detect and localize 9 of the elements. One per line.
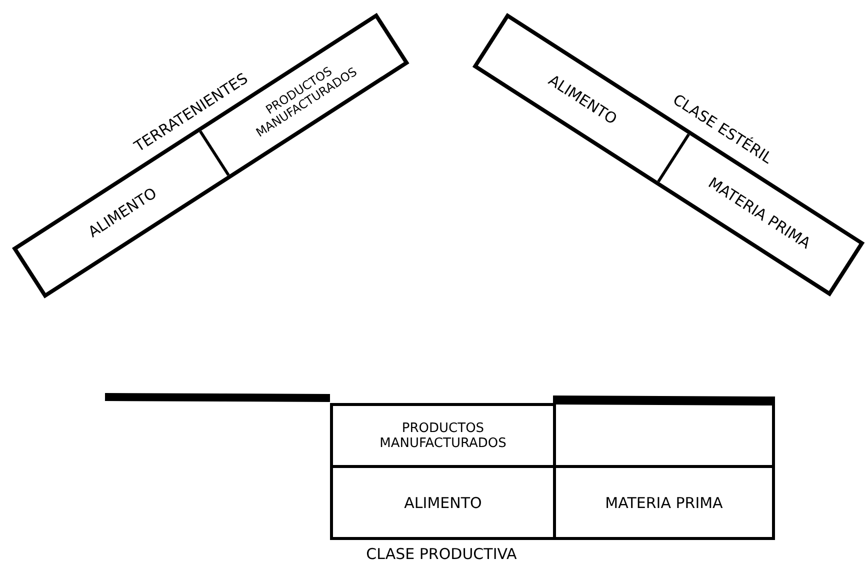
table-cell [330,403,556,468]
group-heading: CLASE PRODUCTIVA [365,545,518,563]
sector-box [472,13,865,296]
sector-box [12,12,410,298]
table-cell [330,465,556,540]
cell-label: ALIMENTO [404,494,482,512]
cell-label: PRODUCTOS MANUFACTURADOS [378,420,508,450]
table-cell [553,465,775,540]
cell-label: MATERIA PRIMA [605,494,723,512]
